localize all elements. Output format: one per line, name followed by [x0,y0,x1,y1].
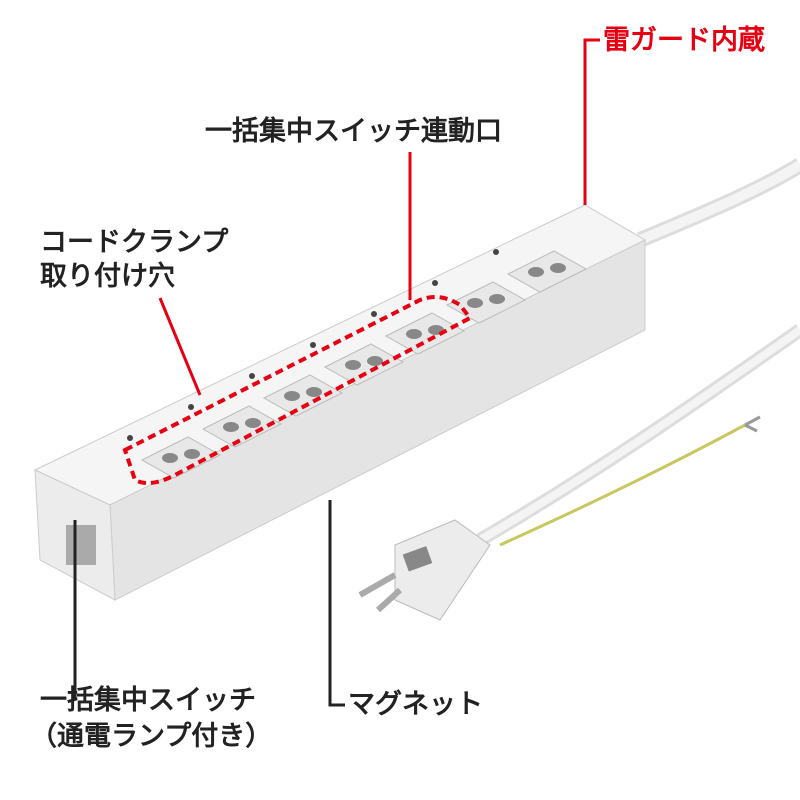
leader-lightning-guard [583,38,600,205]
outlet [384,312,466,355]
cord-clamp-hole [249,373,255,379]
linked-outlets-outline [122,294,474,486]
label-lightning-guard: 雷ガード内蔵 [603,25,765,56]
outlet [262,374,344,417]
outlet [140,436,222,479]
master-switch [66,525,96,565]
cord-clamp-hole [371,311,377,317]
outlet [201,405,283,448]
cord-clamp-hole [493,249,499,255]
label-linked-outlets: 一括集中スイッチ連動口 [205,116,502,147]
label-master-switch-2: （通電ランプ付き） [30,721,273,752]
label-magnet: マグネット [348,689,483,720]
cord-clamp-hole [310,342,316,348]
leader-magnet [328,500,345,707]
outlet [323,343,405,386]
label-master-switch-1: 一括集中スイッチ [40,685,256,716]
cord-clamp-hole [432,280,438,286]
cord-clamp-hole [188,404,194,410]
cord-clamp-hole [127,435,133,441]
label-cord-clamp-2: 取り付け穴 [40,261,175,292]
leader-cord-clamp [158,297,202,396]
outlet [506,250,588,293]
plug-prongs [358,572,403,613]
ground-terminal [744,415,761,433]
ground-wire [499,423,746,547]
label-cord-clamp-1: コードクランプ [40,227,229,258]
